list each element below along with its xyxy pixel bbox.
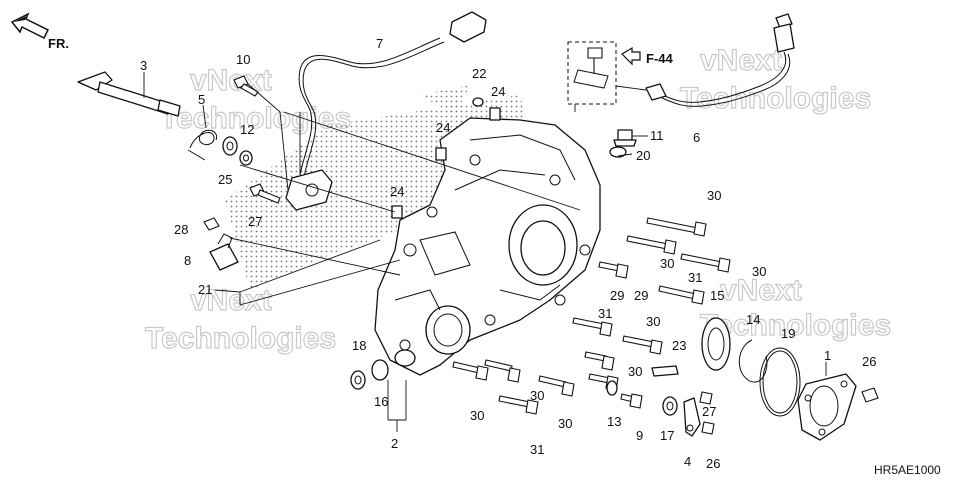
washer-13-17-parts	[606, 380, 678, 416]
callout-19: 19	[781, 326, 795, 341]
return-spring-part	[187, 104, 218, 161]
svg-text:vNext: vNext	[190, 284, 272, 317]
callout-21: 21	[198, 282, 212, 297]
callout-20: 20	[636, 148, 650, 163]
callout-3: 3	[140, 58, 147, 73]
bolt-10-part	[233, 75, 259, 97]
callout-27a: 27	[248, 214, 262, 229]
callout-26a: 26	[862, 354, 876, 369]
callout-30a: 30	[707, 188, 721, 203]
callout-30h: 30	[558, 416, 572, 431]
flange-bolts	[452, 217, 731, 415]
callout-29b: 29	[634, 288, 648, 303]
callout-31c: 31	[530, 442, 544, 457]
callout-12: 12	[240, 122, 254, 137]
sensor-8-part	[203, 217, 239, 271]
callout-6: 6	[693, 130, 700, 145]
callout-31b: 31	[598, 306, 612, 321]
callout-26b: 26	[706, 456, 720, 471]
dowel-pins	[391, 97, 501, 219]
leader-lines	[214, 83, 827, 432]
callout-23: 23	[672, 338, 686, 353]
callout-5: 5	[198, 92, 205, 107]
callout-1: 1	[824, 348, 831, 363]
callout-24c: 24	[390, 184, 404, 199]
reference-label: F-44	[646, 51, 674, 66]
callout-30e: 30	[628, 364, 642, 379]
callout-31a: 31	[688, 270, 702, 285]
callout-labels: 1 2 3 4 5 6 7 8 9 10 11 12 13 14 15 16 1…	[140, 36, 876, 471]
callout-29a: 29	[610, 288, 624, 303]
callout-30d: 30	[646, 314, 660, 329]
sensor-harness-part	[285, 11, 487, 211]
washer-parts	[222, 136, 253, 166]
callout-2: 2	[391, 436, 398, 451]
callout-22: 22	[472, 66, 486, 81]
seal-18-16-parts	[350, 359, 389, 390]
callout-30f: 30	[470, 408, 484, 423]
plug-11-part	[609, 129, 637, 158]
front-direction-label: FR.	[48, 36, 69, 51]
front-direction-arrow: FR.	[10, 12, 69, 51]
callout-15: 15	[710, 288, 724, 303]
callout-30c: 30	[752, 264, 766, 279]
diagram-code: HR5AE1000	[874, 463, 941, 477]
callout-10: 10	[236, 52, 250, 67]
callout-16: 16	[374, 394, 388, 409]
callout-4: 4	[684, 454, 691, 469]
callout-30g: 30	[530, 388, 544, 403]
callout-17: 17	[660, 428, 674, 443]
svg-text:Technologies: Technologies	[145, 322, 336, 355]
gearcase-cover-part	[374, 117, 601, 376]
bolt-27-part	[249, 183, 281, 204]
svg-text:Technologies: Technologies	[680, 82, 871, 115]
callout-30b: 30	[660, 256, 674, 271]
harness-6-part	[615, 13, 795, 107]
callout-27b: 27	[702, 404, 716, 419]
callout-28: 28	[174, 222, 188, 237]
callout-8: 8	[184, 253, 191, 268]
callout-9: 9	[636, 428, 643, 443]
callout-14: 14	[746, 312, 760, 327]
callout-13: 13	[607, 414, 621, 429]
svg-text:vNext: vNext	[700, 44, 782, 77]
seal-and-cover-parts	[701, 317, 879, 441]
bracket-4-part	[651, 365, 715, 437]
reference-box: F-44	[567, 41, 674, 105]
callout-18: 18	[352, 338, 366, 353]
callout-11: 11	[650, 128, 664, 143]
svg-text:Technologies: Technologies	[700, 309, 891, 342]
callout-24a: 24	[491, 84, 505, 99]
callout-25: 25	[218, 172, 232, 187]
watermark: vNext Technologies vNext Technologies vN…	[144, 43, 891, 355]
callout-24b: 24	[436, 120, 450, 135]
svg-text:vNext: vNext	[720, 274, 802, 307]
svg-text:Technologies: Technologies	[160, 102, 351, 135]
shift-shaft-part	[77, 71, 181, 117]
callout-7: 7	[376, 36, 383, 51]
